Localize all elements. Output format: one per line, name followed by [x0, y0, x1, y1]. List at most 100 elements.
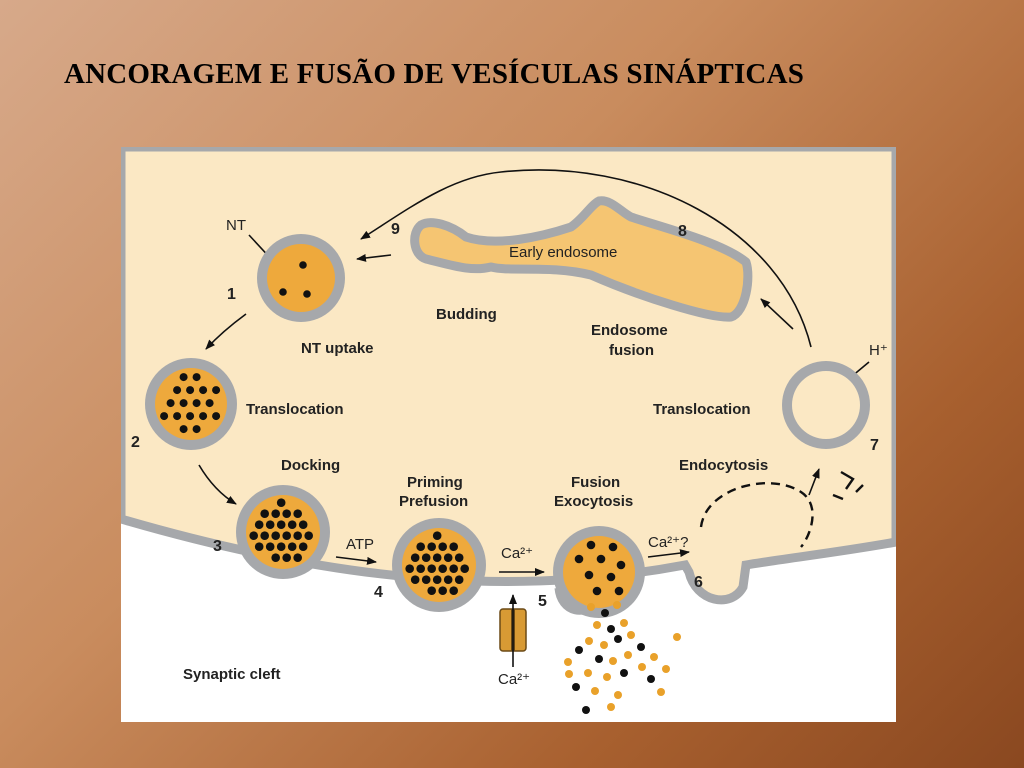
- released-transmitter-dot: [564, 658, 572, 666]
- vesicle-7: [782, 361, 870, 449]
- budding-arrow: [356, 253, 392, 262]
- endosome-fusion-arrow: [760, 298, 794, 330]
- diagram-svg: NT NT uptake Translocation Docking ATP P…: [121, 147, 896, 714]
- transmitter-dot: [432, 553, 442, 562]
- transmitter-dot: [192, 399, 201, 408]
- released-transmitter-dot: [600, 641, 608, 649]
- transmitter-dot: [282, 553, 291, 562]
- transmitter-dot: [592, 586, 602, 596]
- calcium-channel: [499, 594, 527, 667]
- transmitter-dot: [616, 560, 626, 570]
- transmitter-dot: [287, 520, 297, 529]
- transmitter-dot: [427, 586, 437, 595]
- label-budding: Budding: [436, 306, 497, 323]
- transmitter-dot: [427, 542, 437, 551]
- transmitter-dot: [282, 509, 291, 518]
- transmitter-dot: [432, 531, 442, 540]
- step-number-3: 3: [213, 538, 222, 555]
- vesicle-5-fusing: [553, 526, 645, 618]
- released-transmitter-dot: [585, 637, 593, 645]
- label-docking: Docking: [281, 457, 340, 474]
- step-number-9: 9: [391, 221, 400, 238]
- transmitter-dot: [304, 531, 313, 540]
- label-h-plus: H⁺: [869, 342, 888, 359]
- transmitter-dot: [199, 386, 208, 395]
- transmitter-dot: [186, 386, 195, 395]
- transmitter-dot: [410, 575, 420, 584]
- transmitter-dot: [254, 520, 264, 529]
- label-fusion: Fusion: [571, 474, 620, 491]
- label-translocation-left: Translocation: [246, 401, 344, 418]
- label-nt: NT: [226, 217, 246, 234]
- label-exocytosis: Exocytosis: [554, 493, 633, 510]
- transmitter-dot: [276, 520, 286, 529]
- step-number-5: 5: [538, 593, 547, 610]
- transmitter-dot: [443, 575, 453, 584]
- transmitter-dot: [293, 509, 302, 518]
- released-transmitter-dot: [603, 673, 611, 681]
- transmitter-dot: [265, 542, 275, 551]
- label-nt-uptake: NT uptake: [301, 340, 374, 357]
- released-transmitter-dot: [637, 643, 645, 651]
- transmitter-dot: [254, 542, 264, 551]
- released-transmitter-dot: [607, 703, 615, 711]
- released-transmitter: [564, 601, 681, 714]
- label-ca-question: Ca²⁺?: [648, 534, 688, 551]
- transmitter-dot: [608, 542, 618, 552]
- transmitter-dot: [173, 386, 182, 395]
- endocytosis-pit: [699, 482, 814, 548]
- vesicle-2: [145, 358, 237, 450]
- transmitter-dot: [276, 542, 286, 551]
- released-transmitter-dot: [624, 651, 632, 659]
- step-number-6: 6: [694, 574, 703, 591]
- label-priming: Priming: [407, 474, 463, 491]
- released-transmitter-dot: [595, 655, 603, 663]
- transmitter-dot: [421, 575, 431, 584]
- transmitter-dot: [192, 373, 201, 382]
- transmitter-dot: [173, 412, 182, 421]
- label-atp: ATP: [346, 536, 374, 553]
- released-transmitter-dot: [572, 683, 580, 691]
- transmitter-dot: [212, 412, 221, 421]
- step-number-4: 4: [374, 584, 383, 601]
- transmitter-dot: [574, 554, 584, 564]
- transmitter-dot: [460, 564, 470, 573]
- transmitter-dot: [179, 373, 188, 382]
- transmitter-dot: [596, 554, 606, 564]
- transmitter-dot: [271, 553, 280, 562]
- released-transmitter-dot: [620, 669, 628, 677]
- transmitter-dot: [438, 564, 448, 573]
- released-transmitter-dot: [657, 688, 665, 696]
- transmitter-dot: [271, 509, 280, 518]
- transmitter-dot: [427, 564, 437, 573]
- transmitter-dot: [212, 386, 221, 395]
- step-number-1: 1: [227, 286, 236, 303]
- transmitter-dot: [298, 520, 308, 529]
- transmitter-dot: [260, 509, 269, 518]
- transmitter-dot: [199, 412, 208, 421]
- arrow-1-to-2: [205, 313, 247, 350]
- arrow-2-to-3: [198, 464, 237, 505]
- transmitter-dot: [449, 564, 459, 573]
- early-endosome: [410, 196, 753, 322]
- label-synaptic-cleft: Synaptic cleft: [183, 666, 281, 683]
- transmitter-dot: [438, 542, 448, 551]
- transmitter-dot: [276, 498, 286, 508]
- vesicle-1: [257, 234, 345, 322]
- transmitter-dot: [454, 553, 464, 562]
- transmitter-dot: [405, 564, 415, 573]
- vesicle-4: [392, 518, 486, 612]
- released-transmitter-dot: [609, 657, 617, 665]
- transmitter-dot: [205, 399, 214, 408]
- released-transmitter-dot: [587, 603, 595, 611]
- released-transmitter-dot: [638, 663, 646, 671]
- released-transmitter-dot: [620, 619, 628, 627]
- transmitter-dot: [293, 531, 302, 540]
- label-endocytosis: Endocytosis: [679, 457, 768, 474]
- label-prefusion: Prefusion: [399, 493, 468, 510]
- transmitter-dot: [179, 399, 188, 408]
- released-transmitter-dot: [607, 625, 615, 633]
- transmitter-dot: [260, 531, 269, 540]
- recycle-arc-arrow: [360, 169, 812, 348]
- transmitter-dot: [186, 412, 195, 421]
